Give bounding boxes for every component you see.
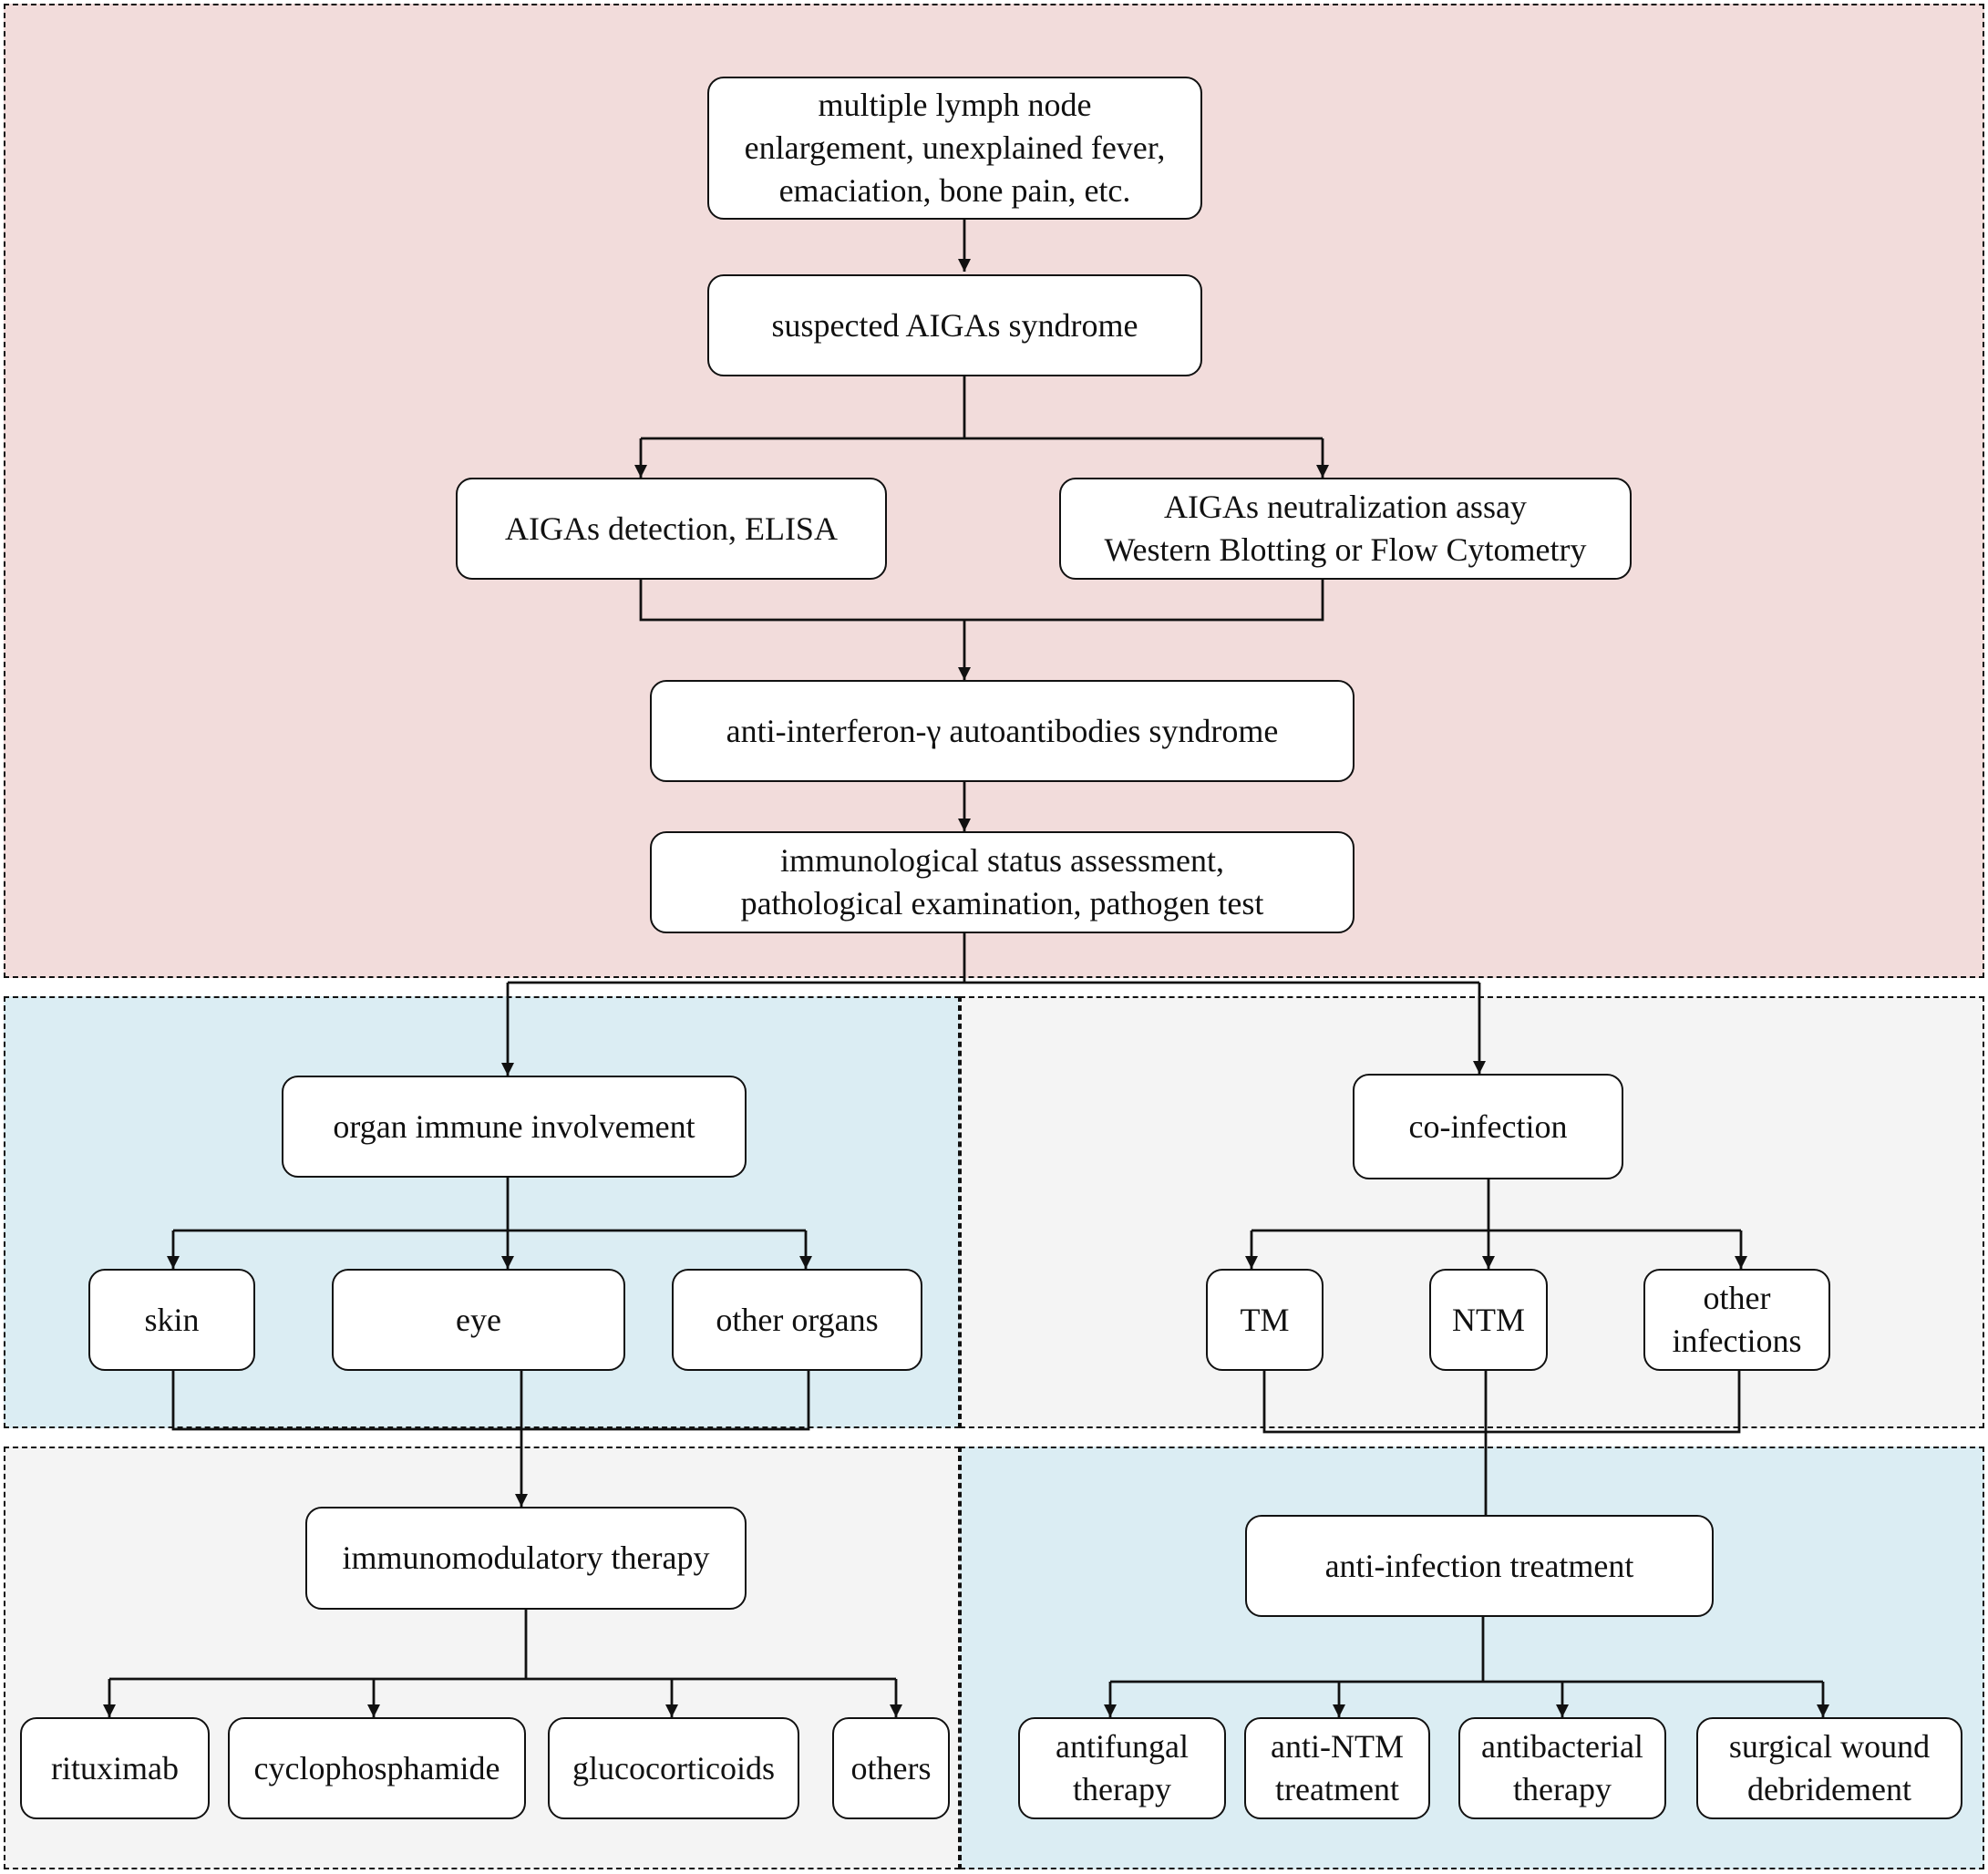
eye-box: eye bbox=[332, 1269, 625, 1371]
skin-box: skin bbox=[88, 1269, 255, 1371]
antibacterial-therapy-box: antibacterial therapy bbox=[1458, 1717, 1666, 1819]
line-infections-merge bbox=[1262, 1371, 1741, 1515]
line-assessment-split bbox=[508, 933, 1479, 984]
immunomodulatory-therapy-box: immunomodulatory therapy bbox=[305, 1507, 747, 1610]
line-anti-infection-split bbox=[1110, 1617, 1823, 1684]
anti-ntm-treatment-box: anti-NTM treatment bbox=[1244, 1717, 1430, 1819]
cyclophosphamide-box: cyclophosphamide bbox=[228, 1717, 526, 1819]
line-organ-split bbox=[173, 1178, 806, 1232]
other-infections-box: other infections bbox=[1643, 1269, 1830, 1371]
confirmed-syndrome-box: anti-interferon-γ autoantibodies syndrom… bbox=[650, 680, 1355, 782]
suspected-syndrome-box: suspected AIGAs syndrome bbox=[707, 274, 1202, 376]
line-organs-merge bbox=[171, 1371, 810, 1431]
symptoms-box: multiple lymph node enlargement, unexpla… bbox=[707, 77, 1202, 220]
line-suspected-split bbox=[641, 376, 1323, 440]
ntm-box: NTM bbox=[1429, 1269, 1548, 1371]
neutralization-assay-box: AIGAs neutralization assay Western Blott… bbox=[1059, 478, 1632, 580]
surgical-debridement-box: surgical wound debridement bbox=[1696, 1717, 1962, 1819]
co-infection-box: co-infection bbox=[1353, 1074, 1623, 1179]
line-co-infection-split bbox=[1252, 1179, 1741, 1232]
other-organs-box: other organs bbox=[672, 1269, 922, 1371]
others-box: others bbox=[832, 1717, 950, 1819]
antifungal-therapy-box: antifungal therapy bbox=[1018, 1717, 1226, 1819]
line-immunomodulatory-split bbox=[109, 1610, 896, 1681]
rituximab-box: rituximab bbox=[20, 1717, 210, 1819]
tm-box: TM bbox=[1206, 1269, 1324, 1371]
assessment-box: immunological status assessment, patholo… bbox=[650, 831, 1355, 933]
elisa-detection-box: AIGAs detection, ELISA bbox=[456, 478, 887, 580]
anti-infection-treatment-box: anti-infection treatment bbox=[1245, 1515, 1714, 1617]
line-assays-merge bbox=[639, 580, 1324, 622]
glucocorticoids-box: glucocorticoids bbox=[548, 1717, 799, 1819]
organ-involvement-box: organ immune involvement bbox=[282, 1076, 747, 1178]
